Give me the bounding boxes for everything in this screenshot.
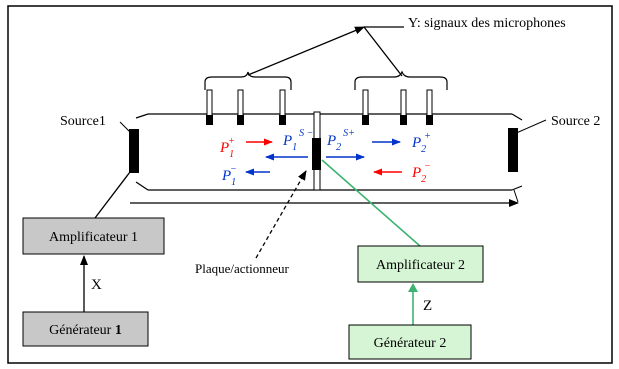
horn-right-bottom [511,185,523,191]
amp2-to-actuator [321,159,421,247]
horn-right-top [511,113,523,121]
gen2-box [348,324,472,360]
z-label: Z [423,298,432,314]
microphones-left [206,89,286,125]
microphone [362,89,369,117]
microphone [279,89,286,117]
gen2-label: Générateur 2 [374,336,447,351]
x-label: X [91,277,102,293]
label-p1-s-minus: P1S − [282,128,313,153]
amp2-label: Amplificateur 2 [376,258,465,273]
amp2-box [357,245,484,283]
plaque-label: Plaque/actionneur [195,261,290,276]
outer-frame [7,5,613,364]
microphones-right [362,89,433,125]
microphone-tip [237,115,244,125]
microphone [237,89,244,117]
bottom-right-connector [513,189,519,203]
y-label: Y: signaux des microphones [408,16,566,31]
label-p2-minus: P2− [411,161,431,185]
amp1-to-source1 [94,171,131,219]
microphone-tip [426,115,433,125]
y-leader-left [247,26,365,76]
label-p1-plus: P1+ [219,136,235,160]
microphone [426,89,433,117]
label-p2-plus: P2+ [411,131,431,155]
source2-label: Source 2 [551,114,600,129]
z-arrow-head [408,283,418,292]
microphone-tip [400,115,407,125]
plaque-pointer [255,170,307,259]
microphone-tip [279,115,286,125]
gen1-box [22,311,149,347]
label-p2-s-plus: P2S+ [326,128,355,153]
source2-speaker [508,128,518,172]
amp1-box [22,217,165,255]
actuator [312,138,321,170]
horn-left-bottom [135,181,149,191]
brace-left [204,71,292,90]
amp1-label: Amplificateur 1 [49,230,138,245]
label-p1-minus: P1− [221,164,237,188]
microphone [206,89,213,117]
horn-left-top [135,113,149,119]
microphone-tip [362,115,369,125]
source1-pointer [119,121,135,137]
gen1-label: Générateur 1 [49,323,122,338]
y-leader-right [363,26,403,77]
microphone-tip [206,115,213,125]
source2-pointer [513,119,547,135]
microphone [400,89,407,117]
brace-right [354,70,448,90]
source1-label: Source1 [60,114,106,129]
source1-speaker [129,129,139,173]
